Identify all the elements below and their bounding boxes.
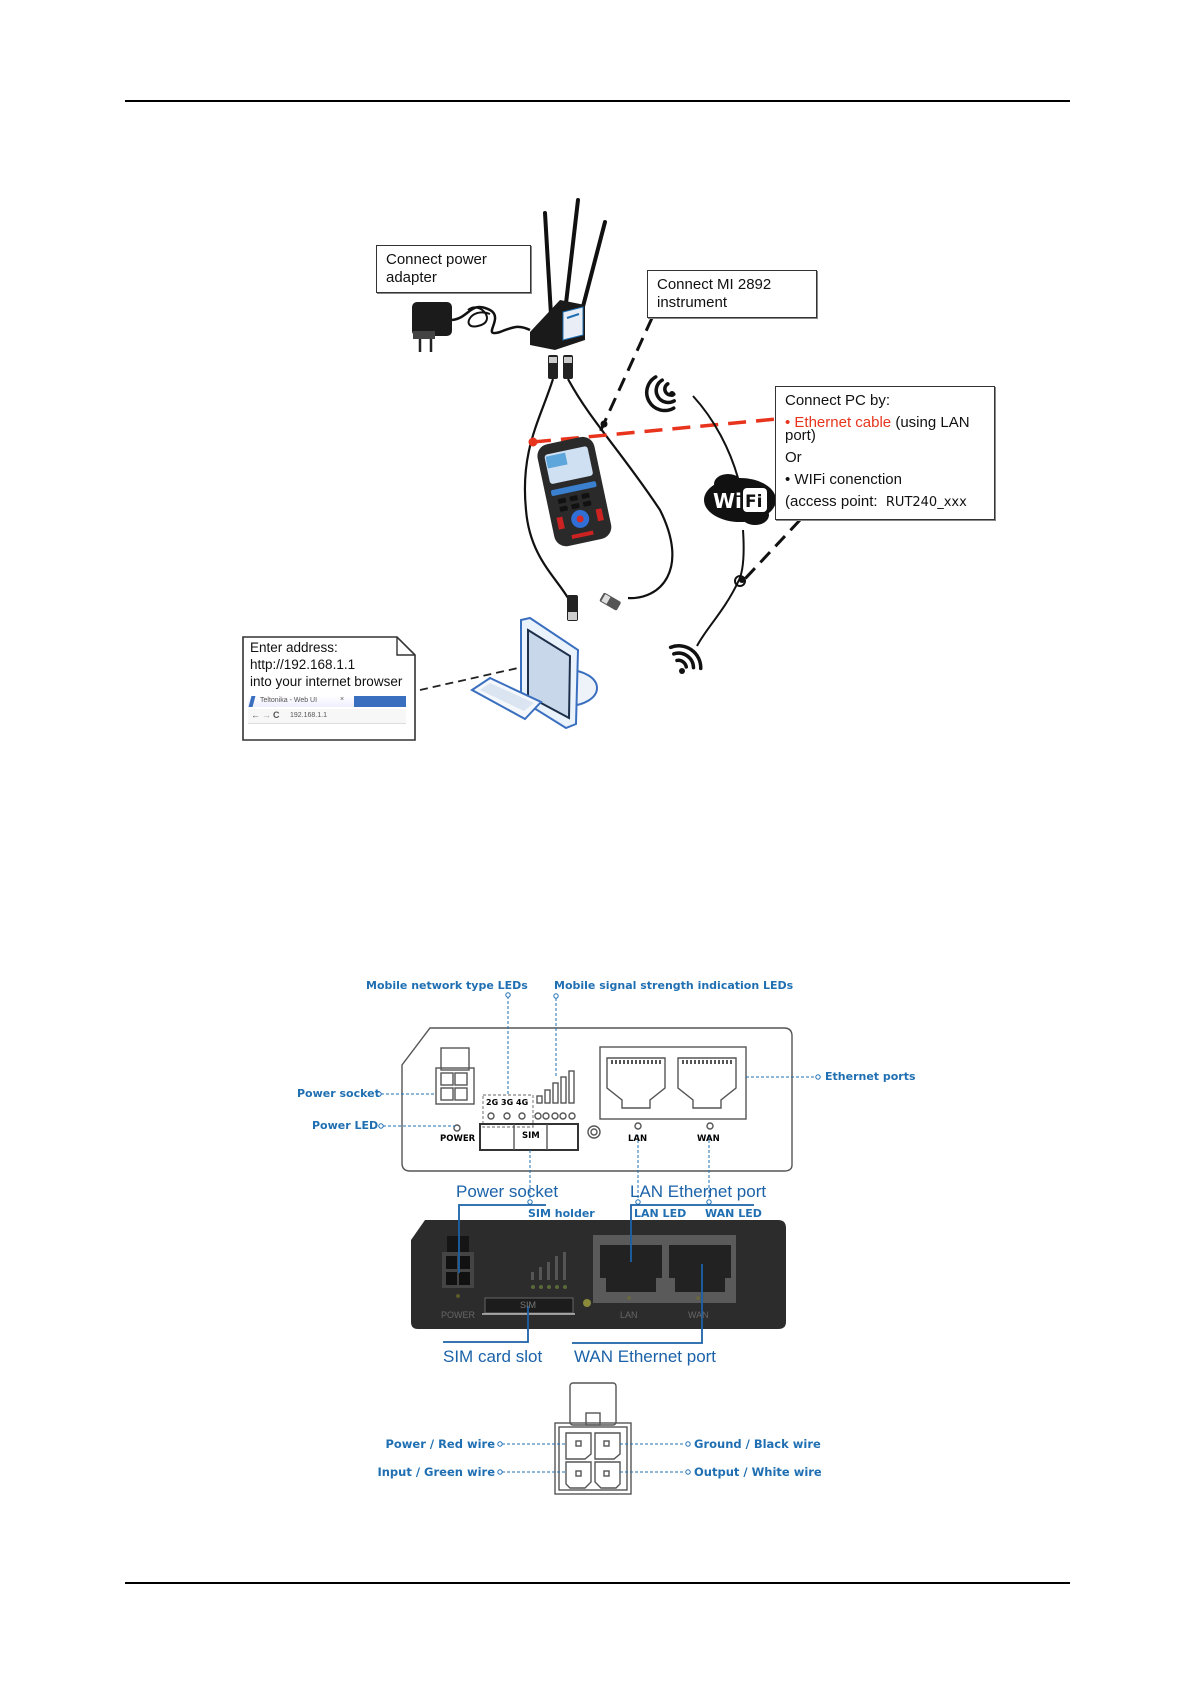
callout-pc-or: Or bbox=[785, 449, 802, 466]
label-signal-leds: Mobile signal strength indication LEDs bbox=[554, 979, 794, 992]
label-sim-holder: SIM holder bbox=[528, 1207, 595, 1220]
header-rule bbox=[125, 100, 1070, 102]
wifi-lower-line bbox=[696, 529, 745, 647]
rj45-plug-icons bbox=[548, 355, 573, 379]
browser-tab-close-icon: × bbox=[340, 696, 345, 703]
panel-outline bbox=[401, 1027, 793, 1172]
browser-back-icon: ← bbox=[251, 710, 260, 720]
ethernet-pc-dashed-line bbox=[532, 417, 778, 444]
label-photo-lan-port: LAN Ethernet port bbox=[630, 1182, 767, 1201]
power-socket-shape bbox=[440, 1047, 470, 1071]
label-photo-power-socket: Power socket bbox=[456, 1182, 559, 1201]
label-ground-black-wire: Ground / Black wire bbox=[694, 1437, 821, 1451]
browser-forward-icon: → bbox=[262, 710, 271, 720]
panel-text-2g: 2G bbox=[486, 1098, 499, 1107]
ethernet-ports-shape bbox=[599, 1046, 747, 1120]
pc-monitor-icon bbox=[470, 616, 598, 730]
panel-text-sim: SIM bbox=[522, 1131, 540, 1141]
callout-connect-power-adapter: Connect power adapter bbox=[376, 245, 531, 293]
callout-pc-title: Connect PC by: bbox=[785, 392, 891, 409]
browser-reload-icon: C bbox=[273, 710, 280, 720]
label-photo-wan-port: WAN Ethernet port bbox=[574, 1347, 717, 1366]
panel-text-3g: 3G bbox=[501, 1098, 514, 1107]
callout-connect-pc: Connect PC by: • Ethernet cable (using L… bbox=[775, 386, 995, 520]
callout-pc-ethernet-port: port) bbox=[785, 427, 816, 444]
label-wan-led: WAN LED bbox=[705, 1207, 762, 1220]
callout-power-line2: adapter bbox=[386, 269, 437, 286]
callout-pc-ethernet: • Ethernet cable (using LAN bbox=[785, 414, 985, 431]
callout-pc-ethernet-rest: (using LAN bbox=[891, 414, 970, 431]
browser-url-text: 192.168.1.1 bbox=[290, 712, 327, 719]
label-network-type-leds: Mobile network type LEDs bbox=[366, 979, 528, 992]
setup-diagram-graphics: Wi Fi bbox=[412, 198, 802, 730]
wifi-dashed-line bbox=[740, 518, 802, 584]
browser-tab-strip: Teltonika - Web UI × bbox=[248, 696, 406, 707]
connector-shape bbox=[554, 1382, 632, 1495]
rj45-plug-icon bbox=[599, 593, 621, 611]
panel-text-power: POWER bbox=[440, 1134, 476, 1144]
label-lan-led: LAN LED bbox=[634, 1207, 687, 1220]
label-power-red-wire: Power / Red wire bbox=[385, 1437, 495, 1451]
address-note-line3: into your internet browser bbox=[250, 674, 403, 689]
svg-text:Fi: Fi bbox=[745, 492, 762, 512]
instrument-icon bbox=[537, 436, 612, 547]
access-point-label: (access point: bbox=[785, 493, 878, 510]
label-ethernet-ports: Ethernet ports bbox=[825, 1070, 916, 1083]
label-power-socket: Power socket bbox=[297, 1087, 380, 1100]
svg-text:Wi: Wi bbox=[713, 489, 742, 513]
label-output-white-wire: Output / White wire bbox=[694, 1465, 822, 1479]
rj45-plug-pc-icon bbox=[567, 595, 578, 621]
address-note: Enter address: http://192.168.1.1 into y… bbox=[242, 636, 416, 741]
browser-address-row: ← → C 192.168.1.1 bbox=[248, 709, 406, 724]
browser-new-tab bbox=[354, 696, 406, 707]
address-note-line1: Enter address: bbox=[250, 640, 338, 655]
wifi-logo-icon: Wi Fi bbox=[704, 474, 776, 525]
browser-tab-logo-icon bbox=[248, 696, 256, 707]
label-photo-sim-slot: SIM card slot bbox=[443, 1347, 543, 1366]
callout-pc-wifi: • WIFi conenction bbox=[785, 471, 902, 488]
access-point-value: RUT240_xxx bbox=[885, 495, 967, 510]
callout-power-line1: Connect power bbox=[386, 251, 487, 268]
photo-text-lan: LAN bbox=[620, 1310, 638, 1320]
label-input-green-wire: Input / Green wire bbox=[377, 1465, 495, 1479]
callout-pc-ethernet-highlight: • Ethernet cable bbox=[785, 414, 892, 431]
ethernet-cables bbox=[523, 378, 674, 606]
callout-connect-instrument: Connect MI 2892 instrument bbox=[647, 270, 817, 318]
router-antennas bbox=[543, 198, 607, 320]
panel-text-lan: LAN bbox=[628, 1134, 648, 1144]
footer-rule bbox=[125, 1582, 1070, 1584]
callout-instrument-line1: Connect MI 2892 bbox=[657, 276, 772, 293]
browser-screenshot: Teltonika - Web UI × ← → C 192.168.1.1 bbox=[248, 696, 406, 728]
panel-text-wan: WAN bbox=[697, 1134, 720, 1144]
browser-tab-title: Teltonika - Web UI bbox=[260, 697, 318, 704]
panel-text-4g: 4G bbox=[516, 1098, 529, 1107]
router-icon bbox=[530, 300, 585, 350]
address-note-line2: http://192.168.1.1 bbox=[250, 657, 356, 672]
wifi-signal-icon-bottom bbox=[668, 644, 703, 671]
photo-text-wan: WAN bbox=[688, 1310, 709, 1320]
callout-pc-access-point: (access point: RUT240_xxx bbox=[785, 493, 985, 511]
address-note-text: Enter address: http://192.168.1.1 into y… bbox=[250, 639, 402, 690]
label-power-led: Power LED bbox=[312, 1119, 379, 1132]
callout-instrument-line2: instrument bbox=[657, 294, 728, 311]
wifi-curve-line bbox=[692, 395, 739, 479]
instrument-dashed-line bbox=[598, 317, 654, 433]
note-dashed-line bbox=[419, 667, 519, 691]
photo-text-sim: SIM bbox=[520, 1300, 537, 1310]
power-adapter-icon bbox=[412, 302, 531, 352]
photo-text-power: POWER bbox=[441, 1310, 476, 1320]
